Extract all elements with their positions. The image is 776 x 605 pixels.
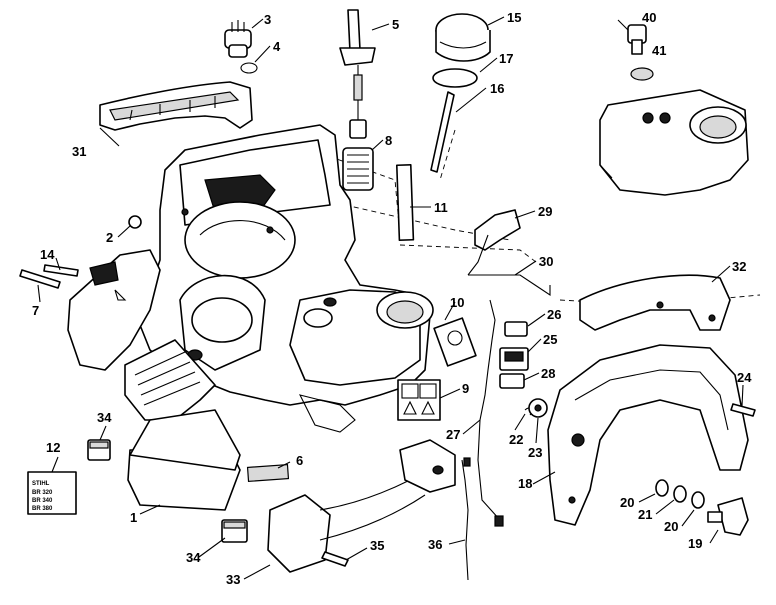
callout-8: 8 [385,133,392,148]
callout-19: 19 [688,536,702,551]
callout-20a: 20 [620,495,634,510]
part-7-bolt [19,269,61,289]
callout-25: 25 [543,332,557,347]
callout-3: 3 [264,12,271,27]
callout-33: 33 [226,572,240,587]
callout-7: 7 [32,303,39,318]
part-15-tank-cap [435,13,491,62]
callout-10: 10 [450,295,464,310]
callout-21: 21 [638,507,652,522]
callout-36: 36 [428,537,442,552]
part-17-seal-ring [432,68,478,88]
callout-1: 1 [130,510,137,525]
part-12-nameplate: STIHL BR 320 BR 340 BR 380 [27,471,77,515]
part-20-washer-b [691,491,705,509]
callout-23: 23 [528,445,542,460]
part-21-washer [673,485,687,503]
part-19-knob [707,497,749,536]
part-3-switch [224,20,252,58]
callout-5: 5 [392,17,399,32]
callout-17: 17 [499,51,513,66]
nameplate-brand: STIHL [32,481,50,487]
callout-34a: 34 [97,410,112,425]
callout-41: 41 [652,43,666,58]
part-36-cable [461,459,469,581]
callout-4: 4 [273,39,281,54]
part-16-vent-rod [430,91,455,173]
nameplate-line-2: BR 340 [32,498,53,504]
leader-lines [37,16,744,580]
callout-35: 35 [370,538,384,553]
part-40-fuel-valve [617,19,647,55]
callout-2: 2 [106,230,113,245]
callout-34b: 34 [186,550,201,565]
callout-9: 9 [462,381,469,396]
callout-11: 11 [434,200,448,215]
callout-24: 24 [737,370,752,385]
part-5-fuel-line [339,9,376,139]
part-27-cable [477,299,501,521]
part-28-clip [499,373,525,389]
cable-36-terminal [463,457,471,467]
callout-32: 32 [732,259,746,274]
callout-12: 12 [46,440,60,455]
callout-18: 18 [518,476,532,491]
callout-numbers: 3 4 5 15 17 16 8 11 29 30 32 10 26 25 28… [32,10,752,587]
part-32-handle-cover [579,274,731,331]
part-30-throttle-rod [468,274,551,297]
callout-15: 15 [507,10,521,25]
part-23-pivot [528,398,548,418]
part-34-clip-a [87,439,111,461]
part-34-clip-b [221,519,248,543]
part-11-label-strip [395,163,415,242]
part-9-label-set [397,379,441,421]
part-8-fuel-filter [342,147,374,191]
part-26-button [504,321,528,337]
left-intake-cover [67,249,161,371]
cable-27-terminal [494,515,504,527]
part-20-washer-a [655,479,669,497]
part-35-screw [321,551,349,567]
part-4-o-ring [240,62,258,74]
callout-14: 14 [40,247,55,262]
callout-20b: 20 [664,519,678,534]
callout-30: 30 [539,254,553,269]
callout-40: 40 [642,10,656,25]
callout-31: 31 [72,144,86,159]
part-2-plug [128,215,142,229]
nameplate-line-3: BR 380 [32,506,53,512]
part-10-warning-label [433,317,477,367]
nameplate-line-1: BR 320 [32,490,53,496]
callout-22: 22 [509,432,523,447]
part-29-throttle-trigger [467,209,521,276]
part-25-switch [499,347,529,371]
callout-6: 6 [296,453,303,468]
part-18-handle [547,344,749,526]
part-14-bolt [43,264,79,277]
callout-16: 16 [490,81,504,96]
part-31-handle-cover [99,81,253,131]
part-6-plate [246,463,290,483]
part-33-tube-elbow [267,439,456,573]
part-24-screw [730,403,756,417]
callout-27: 27 [446,427,460,442]
fuel-tank [599,89,749,196]
callout-29: 29 [538,204,552,219]
part-41-grommet [630,67,654,81]
callout-26: 26 [547,307,561,322]
main-housing [139,124,434,433]
part-1-nozzle-assembly [124,339,241,511]
callout-28: 28 [541,366,555,381]
